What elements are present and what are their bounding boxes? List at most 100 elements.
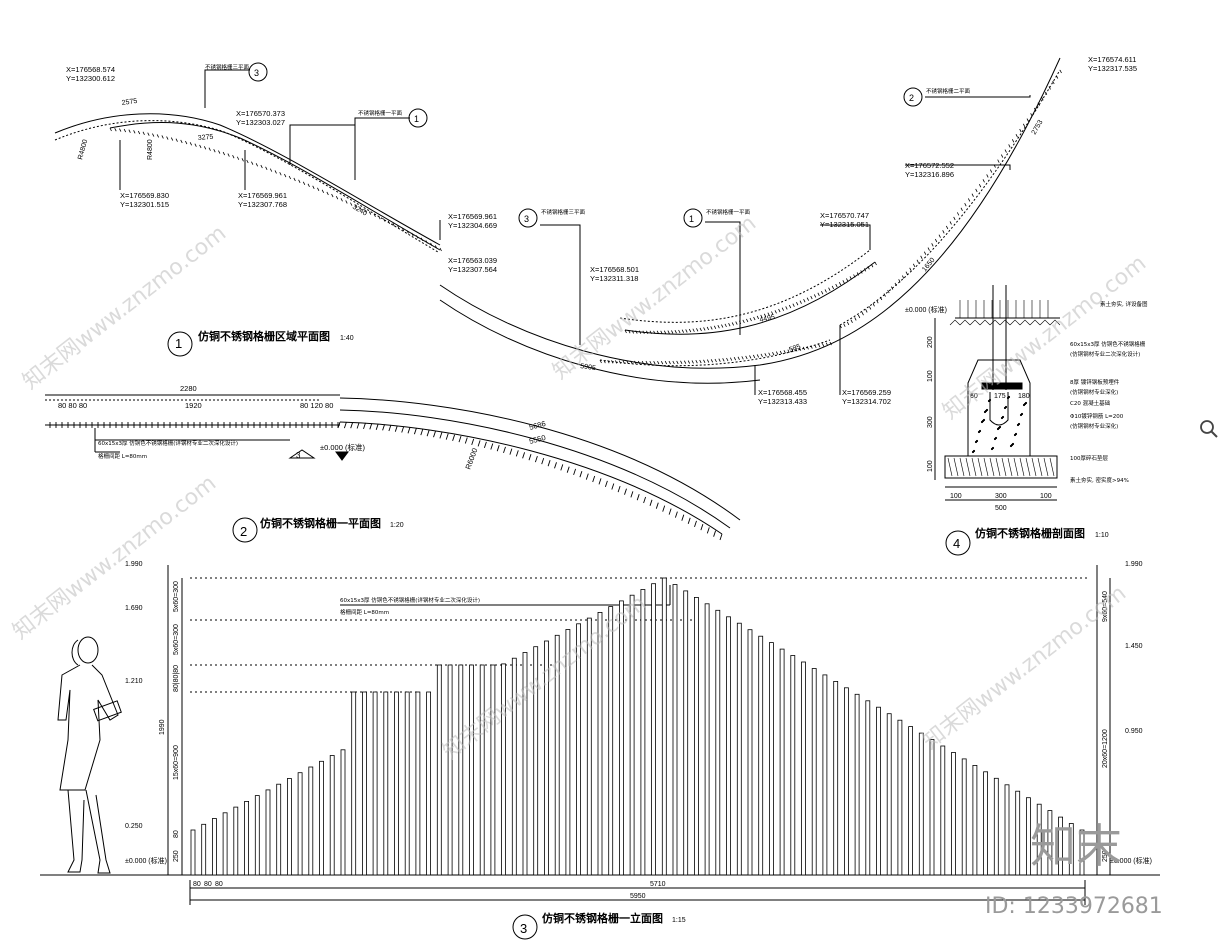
grille-bar: [297, 772, 303, 876]
s4-db-1: 300: [995, 493, 1007, 500]
zoom-icon[interactable]: [1198, 418, 1220, 440]
plan-tick: [1030, 113, 1033, 117]
concrete-dot: [972, 449, 976, 453]
plan-tick: [634, 360, 637, 365]
concrete-dot: [1020, 412, 1024, 416]
plan-tick: [825, 342, 829, 346]
plan-tick: [949, 221, 952, 225]
grille-bar: [469, 664, 474, 876]
p1-dim-1: 3275: [198, 134, 214, 142]
grille-bar: [190, 829, 196, 876]
grille-bar: [876, 706, 881, 876]
coord-7-y: Y=132315.051: [820, 220, 869, 229]
plan-tick: [942, 230, 945, 234]
plan-tick: [430, 242, 433, 247]
plan-tick: [1004, 149, 1007, 153]
title-3-text: 仿铜不锈钢格栅一立面图: [542, 911, 663, 925]
grille-bar: [544, 640, 549, 876]
plan-tick: [364, 209, 367, 213]
plan-slat: [617, 485, 621, 493]
title-1-scale: 1:40: [340, 335, 354, 342]
grille-bar: [993, 777, 999, 876]
plan-tick: [335, 195, 339, 200]
plan-tick: [425, 240, 428, 244]
plan-tick: [681, 329, 685, 333]
section-view-4: [934, 285, 1060, 556]
coord-11-x: X=176574.611: [1088, 55, 1136, 64]
concrete-dot: [985, 408, 989, 412]
grille-bar: [511, 657, 517, 876]
plan-tick: [868, 306, 872, 310]
plan-slat: [579, 471, 583, 478]
plan-tick: [817, 292, 820, 297]
plan-tick: [713, 325, 717, 330]
concrete-dot: [1014, 432, 1018, 436]
grille-bar: [651, 583, 656, 876]
plan-tick: [128, 129, 131, 133]
grille-bar: [1026, 797, 1031, 876]
s4-label-1: 60x15x3厚 仿铜色不锈钢格栅: [1070, 340, 1146, 348]
grille-bar: [340, 749, 346, 876]
plan-tick: [733, 357, 737, 361]
plan-slat: [611, 483, 615, 490]
plan-tick: [806, 297, 810, 301]
plan-tick: [876, 299, 879, 304]
soil-hatch: [1029, 319, 1041, 326]
e3-bsmall-0: 80: [193, 881, 201, 888]
plan-slat: [388, 424, 392, 432]
plan-slat: [420, 428, 424, 436]
plan-tick: [838, 282, 842, 286]
plan-tick: [199, 144, 202, 149]
grille-bar: [629, 594, 635, 876]
grille-bar: [436, 664, 442, 876]
plan-tick: [208, 147, 211, 151]
plan-tick: [749, 317, 752, 322]
plan-tick: [795, 348, 798, 352]
plan-tick: [317, 187, 320, 191]
plan-tick: [828, 287, 831, 291]
grille-bar: [201, 823, 207, 876]
plan-slat: [630, 491, 634, 498]
plan-tick: [676, 360, 679, 365]
plan-tick: [649, 330, 652, 335]
plan-tick: [796, 302, 799, 306]
plan-tick: [846, 321, 850, 326]
plan-tick: [298, 179, 301, 184]
grille-bar: [447, 664, 453, 876]
plan-tick: [687, 360, 691, 364]
plan-tick: [710, 326, 713, 330]
plan-tick: [672, 360, 675, 365]
plan-view-2-slats: [49, 421, 723, 541]
e3-lvl-r2: 0.950: [1125, 728, 1143, 735]
plan-tick: [683, 360, 687, 364]
grille-bar: [1047, 810, 1053, 876]
plan-tick: [810, 295, 813, 300]
plan-tick: [667, 330, 670, 334]
gravel-hatch: [983, 457, 989, 477]
plan-tick: [978, 184, 982, 188]
gravel-hatch: [977, 457, 983, 477]
plan-slat: [452, 434, 456, 441]
grille-bar: [1068, 823, 1074, 876]
plan-tick: [354, 204, 358, 209]
concrete-dot: [988, 398, 992, 402]
concrete-dot: [998, 425, 1002, 429]
gravel-hatch: [959, 457, 965, 477]
plan-tick: [236, 156, 240, 160]
plan-tick: [883, 293, 886, 297]
plan-tick: [156, 134, 160, 138]
p1-callout-e: 不锈钢格栅一平面: [706, 208, 751, 216]
gravel-hatch: [1043, 457, 1049, 477]
plan-tick: [123, 128, 127, 133]
plan-tick: [953, 216, 956, 221]
plan-tick: [971, 193, 974, 197]
plan-tick: [931, 243, 934, 247]
title-4-scale: 1:10: [1095, 532, 1109, 539]
gravel-hatch: [1025, 457, 1031, 477]
plan-tick: [340, 198, 343, 202]
s4-dv-0: 200: [927, 336, 934, 348]
watermark-1: 知末网www.znzmo.com: [18, 221, 231, 395]
coord-0-x: X=176568.574: [66, 65, 115, 74]
grille-bar: [683, 590, 689, 876]
